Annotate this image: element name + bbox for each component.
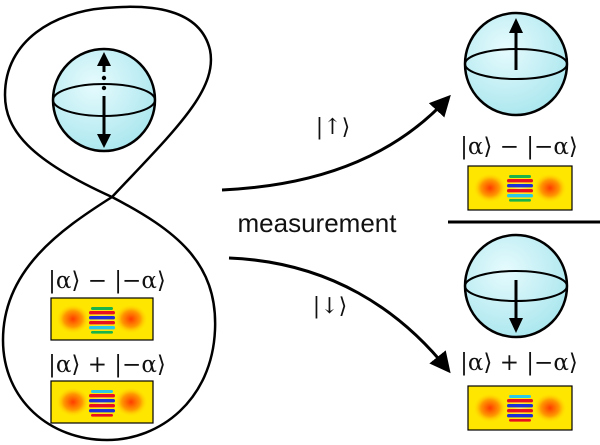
- spin-down-arrow-icon: [97, 96, 111, 148]
- spin-up-arrow-icon: [97, 52, 111, 72]
- left-plus-state-label: |α⟩ + |−α⟩: [48, 352, 166, 378]
- left-minus-state-label: |α⟩ − |−α⟩: [48, 268, 166, 294]
- spin-down-measurement-label: |↓⟩: [313, 294, 347, 319]
- measurement-label: measurement: [238, 208, 398, 238]
- right-bottom-state-label: |α⟩ + |−α⟩: [460, 350, 578, 376]
- spin-down-arrow-icon: [509, 280, 523, 333]
- left-plus-wigner-plot: [50, 380, 154, 424]
- right-top-state-label: |α⟩ − |−α⟩: [460, 134, 578, 160]
- spin-up-measurement-label: |↑⟩: [316, 115, 350, 140]
- left-minus-wigner-plot: [50, 297, 154, 341]
- measurement-arrow-up: [221, 94, 451, 192]
- right-bottom-wigner-plot: [467, 385, 573, 431]
- right-top-wigner-plot: [467, 165, 573, 211]
- figure-eight-outline: [1, 5, 217, 442]
- top-right-bloch-sphere-icon: [463, 11, 569, 117]
- bottom-right-bloch-sphere-icon: [463, 233, 569, 339]
- measurement-arrow-down: [228, 256, 451, 374]
- spin-up-arrow-icon: [509, 18, 523, 70]
- left-bloch-sphere-icon: [51, 47, 157, 153]
